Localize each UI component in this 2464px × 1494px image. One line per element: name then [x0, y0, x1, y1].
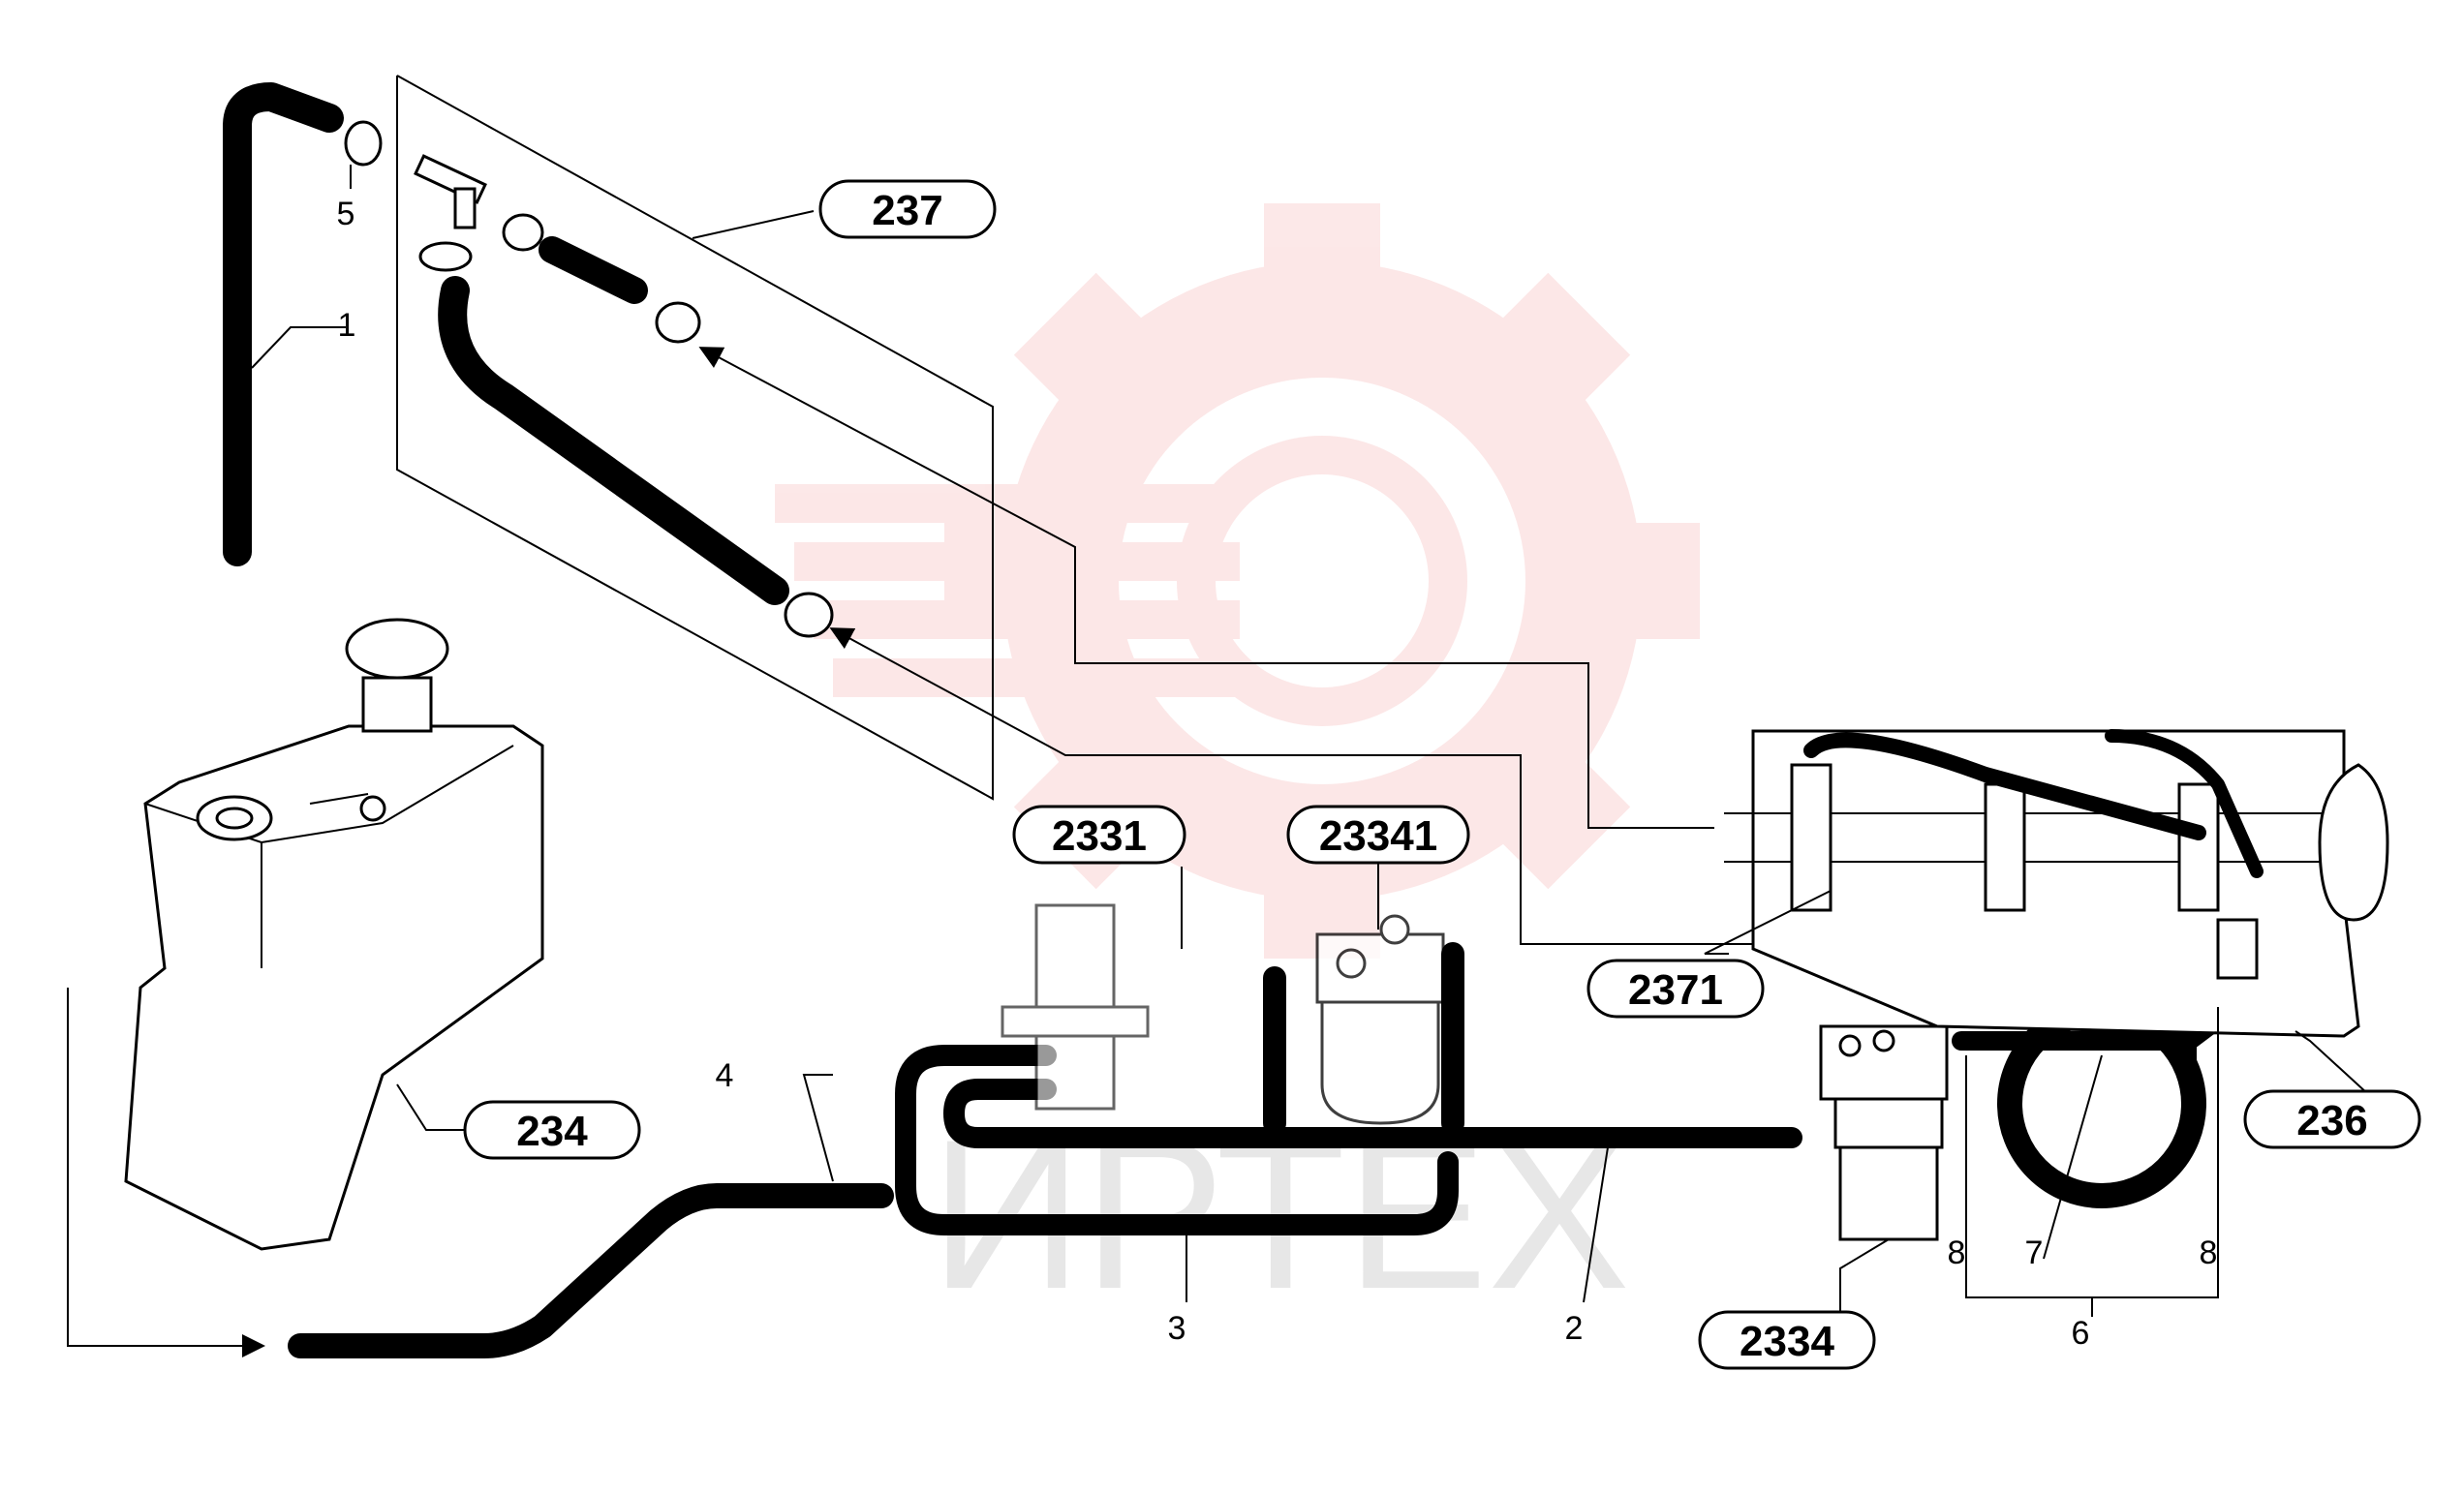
- label-6: 6: [2072, 1315, 2090, 1352]
- callout-236: 236: [2243, 1089, 2421, 1149]
- callout-2331: 2331: [1012, 805, 1186, 865]
- fuel-pump-2334: [1819, 1024, 1949, 1241]
- label-8-left: 8: [1948, 1235, 1966, 1271]
- leader-2371: [1704, 890, 1832, 955]
- leader-arrow-tank: [67, 988, 265, 1357]
- gear-tooth: [1603, 523, 1700, 639]
- label-3: 3: [1168, 1310, 1186, 1347]
- label-5: 5: [337, 196, 355, 232]
- kit-237-outline: [396, 75, 994, 801]
- leader-7: [2043, 1054, 2103, 1260]
- label-7: 7: [2025, 1235, 2044, 1271]
- callout-236-label: 236: [2296, 1097, 2367, 1144]
- filter-2331: [1001, 903, 1150, 1111]
- leader-arrow-upper: [698, 347, 1714, 829]
- leader-arrow-lower: [829, 627, 1777, 945]
- label-1: 1: [338, 307, 356, 344]
- fuel-tank-234: [124, 618, 544, 1251]
- filter-23341: [1315, 914, 1445, 1125]
- callout-234: 234: [463, 1100, 641, 1160]
- leader-2: [1583, 1146, 1609, 1303]
- tee-fitting: [414, 154, 834, 638]
- callout-2331-label: 2331: [1052, 812, 1147, 860]
- leader-234: [396, 1083, 479, 1131]
- label-8-right: 8: [2200, 1235, 2218, 1271]
- callout-234-label: 234: [516, 1108, 588, 1155]
- return-hose-1: [223, 82, 344, 566]
- callout-2334-label: 2334: [1740, 1318, 1834, 1365]
- gear-tooth: [1013, 272, 1165, 424]
- callout-2371: 2371: [1586, 959, 1765, 1019]
- gear-tooth: [1479, 738, 1631, 890]
- label-2: 2: [1565, 1310, 1584, 1347]
- watermark-gear-logo: [775, 203, 1700, 959]
- leader-236: [2295, 1030, 2369, 1095]
- callout-237: 237: [818, 179, 997, 239]
- callout-237-label: 237: [872, 187, 942, 234]
- callout-23341-label: 23341: [1319, 812, 1437, 860]
- callout-23341: 23341: [1286, 805, 1470, 865]
- gear-tooth: [1479, 272, 1631, 424]
- hose-2: [943, 1079, 1802, 1148]
- leader-4: [802, 1074, 834, 1182]
- supply-hose-4: [288, 1183, 894, 1358]
- gear-tooth: [1264, 203, 1380, 300]
- injection-pump-236: [1724, 729, 2389, 1038]
- loop-hose-3: [895, 1045, 1459, 1235]
- clamp-5: [344, 120, 383, 189]
- callout-2334: 2334: [1698, 1310, 1876, 1370]
- kit-long-hose: [438, 276, 789, 605]
- leader-1: [251, 326, 346, 369]
- leader-2334: [1839, 1238, 1890, 1317]
- leader-6-bracket: [1965, 1259, 2219, 1298]
- callout-2371-label: 2371: [1628, 966, 1723, 1014]
- short-hose: [539, 236, 648, 304]
- label-4: 4: [716, 1057, 734, 1094]
